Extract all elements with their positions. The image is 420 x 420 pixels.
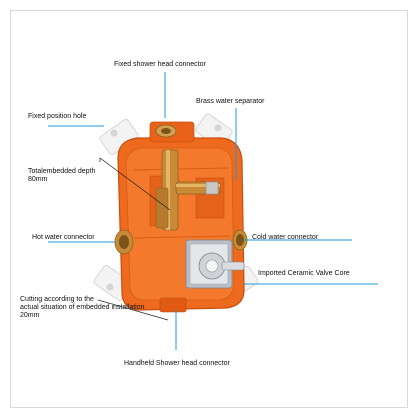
label-cold-water-connector: Cold water connector [252,234,319,241]
dimension-lines [97,157,171,321]
label-fixed-position-hole: Fixed position hole [28,113,87,120]
label-cutting-line1: Cutting according to the [20,296,94,303]
top-connector [149,121,195,143]
leader-lines [48,72,378,350]
label-brass-water-separator: Brass water separator [196,98,265,105]
brass-water-separator [155,149,221,231]
ceramic-valve-core [185,239,245,289]
label-cutting-line2: actual situation of embedded installatio… [20,304,145,311]
hot-water-inlet [114,229,134,255]
label-total-embedded-depth: Totalembedded depth [28,168,96,175]
label-cutting-value: 20mm [20,312,40,319]
bottom-connector [159,297,187,313]
image-frame [10,10,408,408]
label-fixed-shower-head-connector: Fixed shower head connector [114,61,206,68]
label-imported-ceramic-valve-core: Imported Ceramic Valve Core [258,270,350,277]
label-total-embedded-depth-value: 80mm [28,176,48,183]
label-handheld-shower-head-connector: Handheld Shower head connector [124,360,230,367]
label-hot-water-connector: Hot water connector [32,234,95,241]
cold-water-inlet [232,229,248,251]
